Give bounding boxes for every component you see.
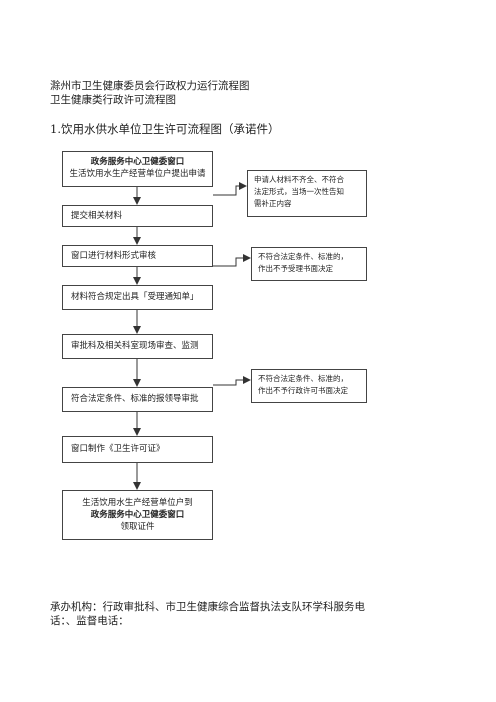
flow-step-approve: 符合法定条件、标准的报领导审批	[62, 387, 213, 412]
flow-step-inspect-label: 审批科及相关科室现场审查、监测	[71, 341, 199, 351]
side-note-reject: 不符合法定条件、标准的， 作出不予受理书面决定	[251, 247, 367, 281]
side-note-incomplete-line1: 申请人材料不齐全、不符合	[254, 175, 344, 184]
flow-step-accept: 材料符合规定出具「受理通知单」	[62, 285, 213, 310]
flow-step-issue: 窗口制作《卫生许可证》	[62, 436, 213, 463]
flow-step-accept-label: 材料符合规定出具「受理通知单」	[71, 292, 199, 302]
side-note-incomplete-line2: 法定形式，当场一次性告知	[254, 187, 344, 196]
flow-step-collect-line1: 生活饮用水生产经营单位户到	[82, 498, 193, 508]
flow-step-review: 窗口进行材料形式审核	[62, 245, 213, 267]
document-title: 滁州市卫生健康委员会行政权力运行流程图	[50, 80, 250, 92]
flow-step-approve-label: 符合法定条件、标准的报领导审批	[71, 394, 199, 404]
side-note-reject-line2: 作出不予受理书面决定	[258, 264, 333, 273]
flow-step-review-label: 窗口进行材料形式审核	[71, 251, 157, 261]
flow-step-submit-label: 提交相关材料	[71, 211, 123, 221]
side-note-deny-line1: 不符合法定条件、标准的，	[258, 374, 348, 383]
branch-to-side1	[213, 182, 247, 196]
document-subtitle: 卫生健康类行政许可流程图	[50, 94, 176, 106]
flow-step-apply-desc: 生活饮用水生产经营单位户提出申请	[69, 169, 206, 179]
side-note-reject-line1: 不符合法定条件、标准的，	[258, 252, 348, 261]
flow-step-issue-label: 窗口制作《卫生许可证》	[71, 444, 165, 454]
flow-step-inspect: 审批科及相关科室现场审查、监测	[62, 334, 213, 359]
flow-step-apply-title: 政务服务中心卫健委窗口	[90, 157, 185, 167]
flow-step-submit: 提交相关材料	[62, 205, 213, 227]
flow-step-collect-line2: 政务服务中心卫健委窗口	[90, 510, 185, 520]
side-note-incomplete: 申请人材料不齐全、不符合 法定形式，当场一次性告知 需补正内容	[247, 170, 367, 217]
flow-step-collect-line3: 领取证件	[120, 522, 155, 532]
side-note-deny-line2: 作出不予行政许可书面决定	[258, 386, 348, 395]
footer-agency-line2: 话：、监督电话：	[50, 615, 129, 627]
footer-agency-line1: 承办机构：行政审批科、市卫生健康综合监督执法支队环学科服务电	[50, 601, 365, 613]
branch-to-side3	[213, 376, 251, 386]
side-note-deny: 不符合法定条件、标准的， 作出不予行政许可书面决定	[251, 369, 367, 403]
branch-to-side2	[213, 254, 251, 267]
side-note-incomplete-line3: 需补正内容	[254, 199, 292, 208]
flow-step-apply: 政务服务中心卫健委窗口 生活饮用水生产经营单位户提出申请	[62, 151, 213, 187]
section-title: 1.饮用水供水单位卫生许可流程图（承诺件）	[50, 122, 280, 136]
flow-step-collect: 生活饮用水生产经营单位户到 政务服务中心卫健委窗口 领取证件	[62, 490, 213, 540]
